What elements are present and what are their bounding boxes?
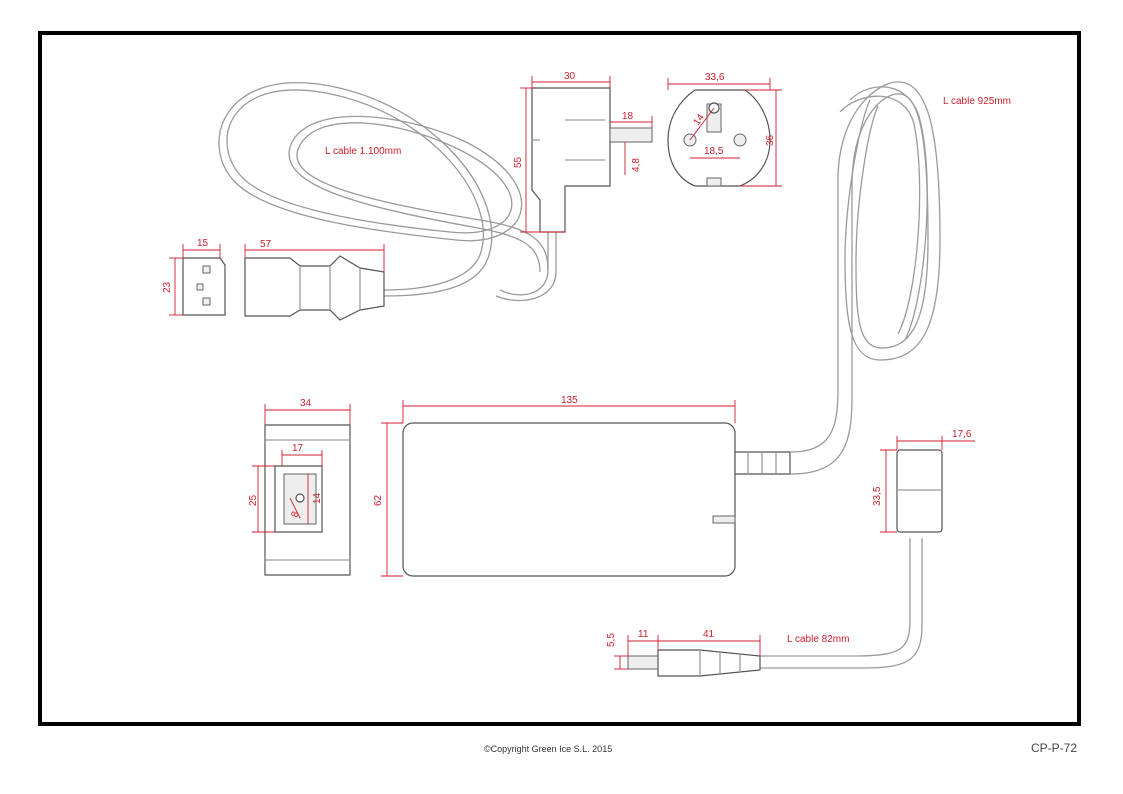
dimension-lines [169,76,975,670]
dc-plug [627,649,761,677]
label-cable-main: L cable 1.100mm [325,146,401,157]
dim-ferrite-width: 17,6 [952,429,972,440]
dim-socket-pin-spacing: 18,5 [704,146,724,157]
drawing-frame [38,31,1081,726]
copyright-text: ©Copyright Green Ice S.L. 2015 [484,744,613,754]
dim-pin-diameter: 4,8 [631,158,642,172]
euro-socket-face [667,89,771,187]
euro-plug [531,87,653,233]
dim-dc-body: 41 [703,629,715,640]
adapter-body [402,422,791,577]
ferrite-core [896,449,943,533]
drawing-code: CP-P-72 [1031,741,1078,755]
dim-dc-diameter: 5,5 [606,633,617,647]
dim-pin-length: 18 [622,111,634,122]
dim-plug-width: 30 [564,71,576,82]
dim-iec-face-height: 23 [162,281,173,293]
dim-iec-length: 57 [260,239,272,250]
label-cable-dc: L cable 925mm [943,96,1011,107]
dim-adapter-height: 62 [373,494,384,506]
dim-adapter-length: 135 [561,395,578,406]
adapter-inlet-side [264,424,351,576]
dim-ferrite-height: 33,5 [872,486,883,506]
dim-inlet-inner-width: 17 [292,443,304,454]
dim-socket-width: 33,6 [705,72,725,83]
dc-cable [760,81,941,669]
dim-inlet-width: 34 [300,398,312,409]
dim-dc-tip: 11 [638,629,649,640]
dim-inlet-depth: 14 [312,492,323,504]
label-cable-plug: L cable 82mm [787,634,849,645]
dim-socket-height: 36 [765,134,776,146]
dim-iec-face-width: 15 [197,238,209,249]
dim-plug-height: 55 [513,156,524,168]
dim-inlet-small: 8 [289,510,301,519]
iec-connector [182,255,385,321]
dim-inlet-height: 25 [248,494,259,506]
main-cable [218,82,557,302]
